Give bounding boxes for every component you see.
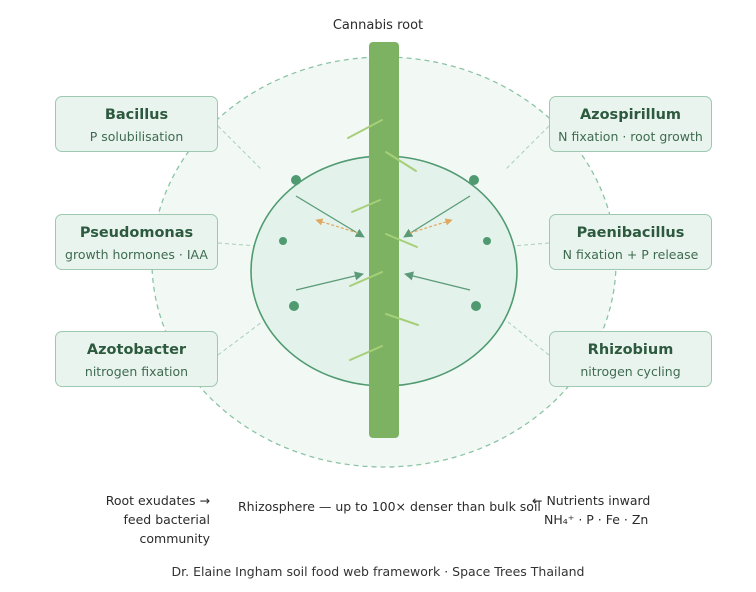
card-role: N fixation + P release xyxy=(562,247,699,262)
card-role: N fixation · root growth xyxy=(558,129,703,144)
card-azotobacter: Azotobacter nitrogen fixation xyxy=(55,331,218,387)
nutrient-arrows xyxy=(295,195,471,291)
card-role: P solubilisation xyxy=(89,129,184,144)
card-name: Azospirillum xyxy=(579,107,682,123)
card-name: Pseudomonas xyxy=(79,225,194,241)
card-role: nitrogen fixation xyxy=(84,364,189,379)
exudates-note-line2: feed bacterial community xyxy=(123,512,211,546)
bacteria-dots xyxy=(279,175,491,311)
diagram-title: Cannabis root xyxy=(332,18,424,33)
card-connectors xyxy=(217,125,550,356)
footer-credit: Dr. Elaine Ingham soil food web framewor… xyxy=(171,564,585,579)
card-name: Bacillus xyxy=(104,107,169,123)
rhizosphere-note: Rhizosphere — up to 100× denser than bul… xyxy=(238,499,541,514)
exudates-note: Root exudates → feed bacterial community xyxy=(60,491,210,548)
exudates-note-line1: Root exudates → xyxy=(105,493,210,508)
card-azospirillum: Azospirillum N fixation · root growth xyxy=(549,96,712,152)
cannabis-root xyxy=(369,42,399,438)
card-bacillus: Bacillus P solubilisation xyxy=(55,96,218,152)
card-name: Paenibacillus xyxy=(576,225,685,241)
card-name: Rhizobium xyxy=(587,342,674,358)
card-role: growth hormones · IAA xyxy=(65,247,208,262)
root-hairs xyxy=(347,119,419,361)
nutrients-note-line1: ← Nutrients inward xyxy=(532,493,651,508)
card-rhizobium: Rhizobium nitrogen cycling xyxy=(549,331,712,387)
card-pseudomonas: Pseudomonas growth hormones · IAA xyxy=(55,214,218,270)
card-paenibacillus: Paenibacillus N fixation + P release xyxy=(549,214,712,270)
card-role: nitrogen cycling xyxy=(580,364,681,379)
card-name: Azotobacter xyxy=(86,342,187,358)
exudate-arrows xyxy=(315,218,453,234)
nutrients-note: ← Nutrients inward NH₄⁺ · P · Fe · Zn xyxy=(532,491,702,529)
nutrients-note-line2: NH₄⁺ · P · Fe · Zn xyxy=(544,512,649,527)
